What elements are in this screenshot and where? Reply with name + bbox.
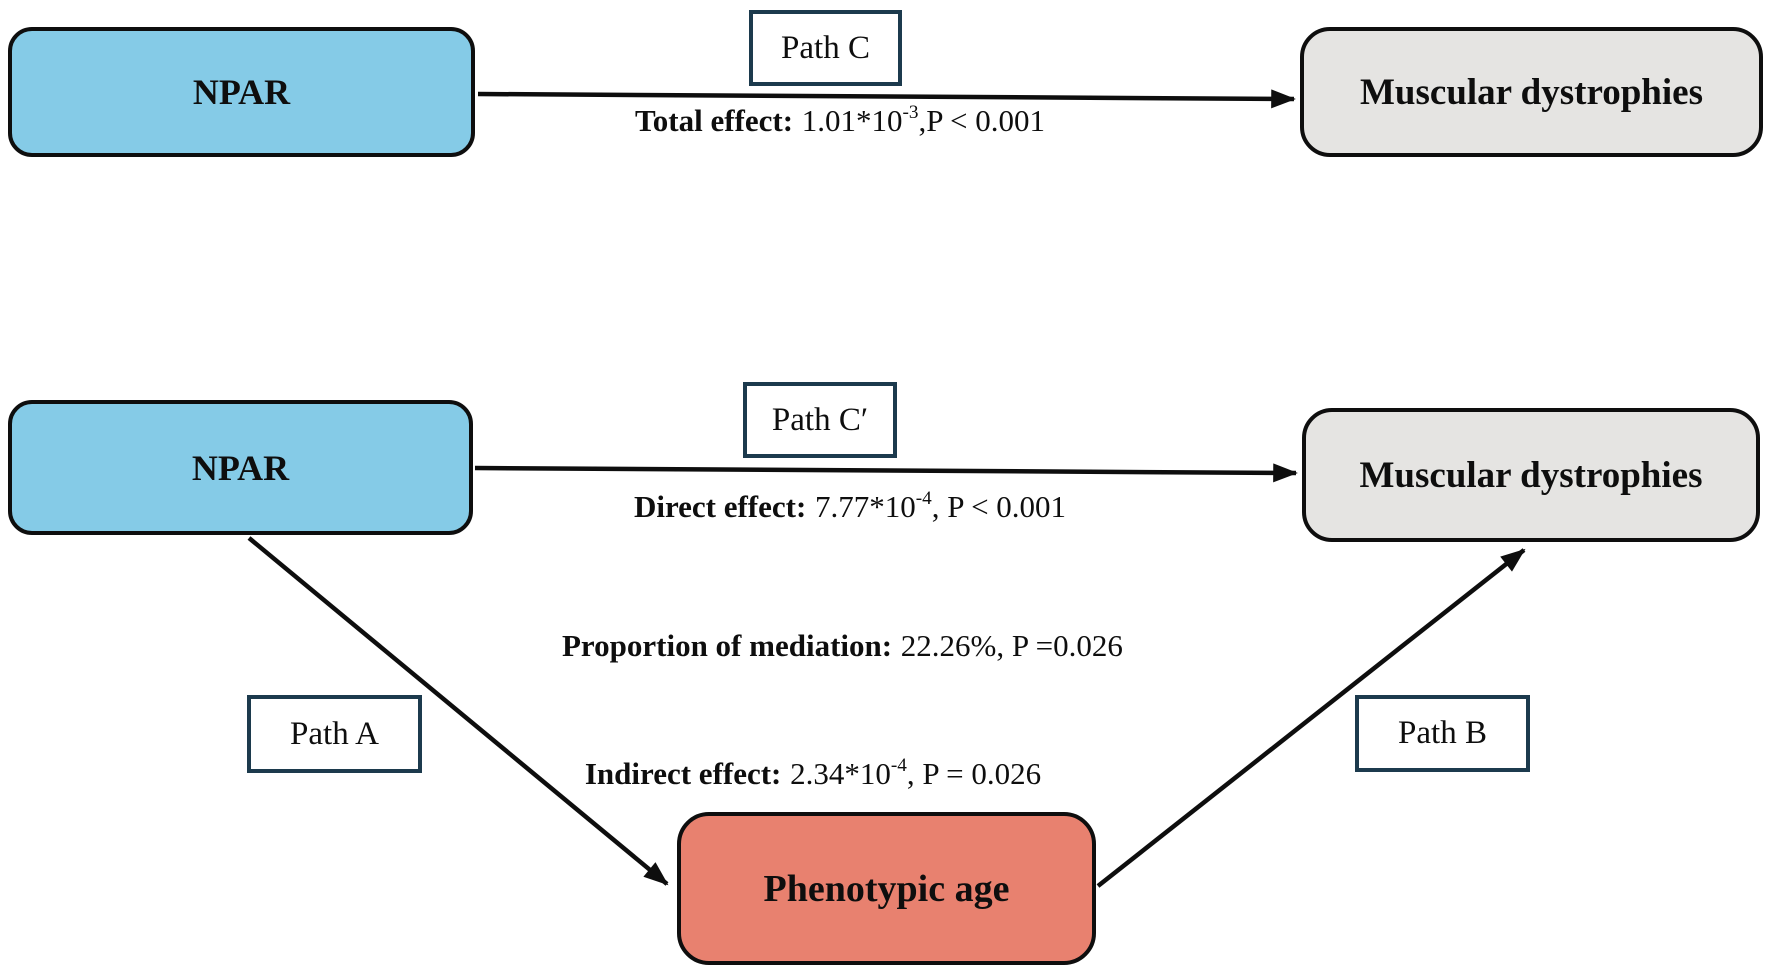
total-effect-value: 1.01*10: [801, 103, 903, 138]
path-c-prime-label-box: Path C′: [743, 382, 897, 458]
outcome-label: Muscular dystrophies: [1360, 71, 1703, 113]
path-c-prime-label: Path C′: [771, 401, 869, 438]
path-b-arrow: [1096, 548, 1526, 888]
direct-effect-label: Direct effect:: [633, 489, 807, 524]
node-exposure-npar-mediation: NPAR: [8, 400, 473, 535]
path-a-label-box: Path A: [247, 695, 422, 773]
total-effect-arrow: [477, 89, 1296, 109]
path-c-label-box: Path C: [749, 10, 902, 86]
direct-effect-pvalue: , P < 0.001: [931, 489, 1067, 524]
indirect-effect-exponent: -4: [890, 754, 907, 776]
indirect-effect-value: 2.34*10: [790, 756, 891, 791]
direct-effect-exponent: -4: [915, 487, 932, 509]
exposure-label: NPAR: [192, 72, 291, 112]
path-b-label: Path B: [1398, 715, 1487, 751]
total-effect-text: Total effect:1.01*10-3,P < 0.001: [580, 103, 1100, 139]
path-c-label: Path C: [781, 29, 870, 66]
direct-effect-arrow: [474, 463, 1298, 483]
mediator-label: Phenotypic age: [763, 867, 1010, 910]
path-a-arrow: [247, 536, 669, 886]
indirect-effect-label: Indirect effect:: [584, 756, 782, 791]
node-outcome-total: Muscular dystrophies: [1300, 27, 1763, 157]
indirect-effect-pvalue: , P = 0.026: [906, 756, 1042, 791]
proportion-label: Proportion of mediation:: [562, 628, 893, 663]
node-outcome-mediation: Muscular dystrophies: [1302, 408, 1760, 542]
path-a-label: Path A: [290, 715, 379, 752]
exposure-label: NPAR: [191, 447, 290, 488]
direct-effect-text: Direct effect:7.77*10-4, P < 0.001: [590, 489, 1110, 525]
total-effect-pvalue: ,P < 0.001: [918, 103, 1046, 138]
total-effect-exponent: -3: [902, 101, 919, 123]
node-mediator-phenotypic-age: Phenotypic age: [677, 812, 1096, 965]
path-b-label-box: Path B: [1355, 695, 1530, 772]
node-exposure-npar-total: NPAR: [8, 27, 475, 157]
total-effect-label: Total effect:: [634, 103, 794, 138]
direct-effect-value: 7.77*10: [814, 489, 916, 524]
outcome-label: Muscular dystrophies: [1359, 454, 1703, 496]
proportion-of-mediation-text: Proportion of mediation:22.26%, P =0.026: [562, 628, 1123, 664]
proportion-value: 22.26%, P =0.026: [900, 628, 1123, 663]
indirect-effect-text: Indirect effect:2.34*10-4, P = 0.026: [553, 756, 1073, 792]
